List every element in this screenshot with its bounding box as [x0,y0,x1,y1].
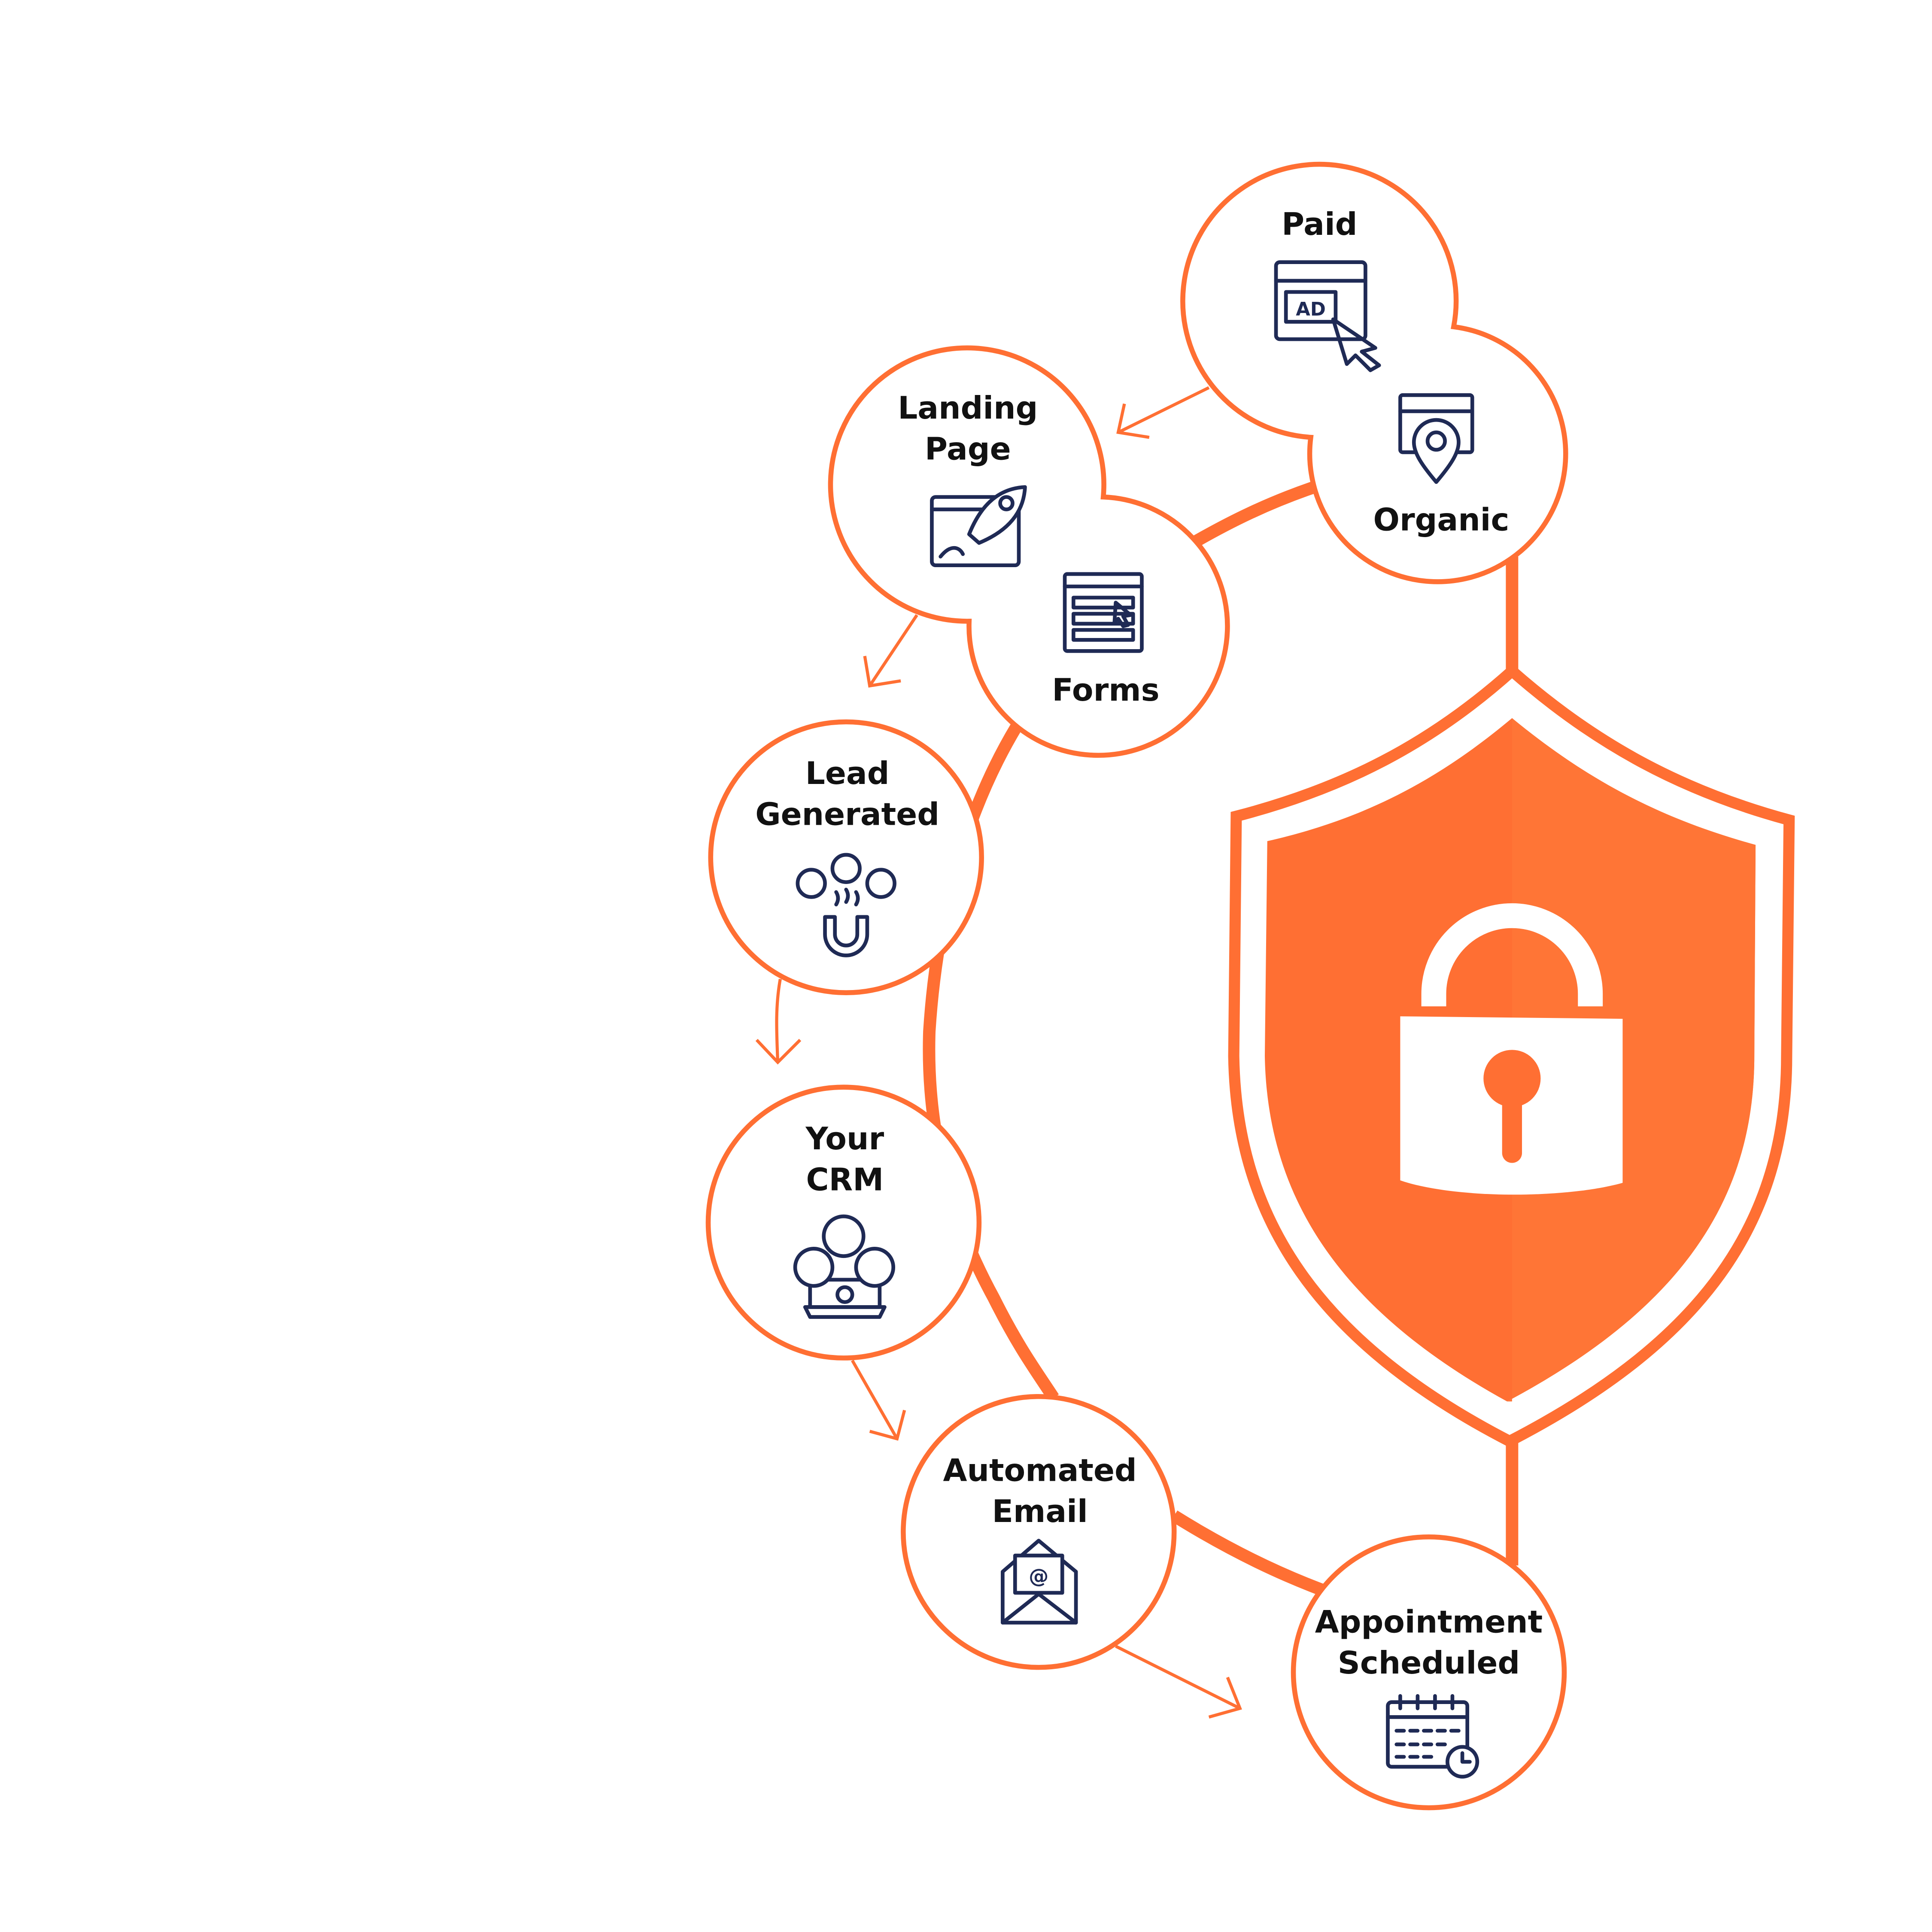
arrow-lead-to-crm [755,978,802,1065]
node-lead-generated: Lead Generated [708,719,984,996]
landing-label-2: Page [925,431,1011,468]
rocket-browser-icon [930,485,1027,568]
crm-label-2: CRM [806,1162,884,1198]
node-appointment-scheduled: Appointment Scheduled [1291,1534,1567,1810]
svg-text:@: @ [1029,1564,1048,1588]
calendar-clock-icon [1386,1694,1479,1779]
envelope-icon: @ [1001,1539,1078,1625]
node-automated-email: Automated Email @ [901,1394,1177,1670]
lead-label-1: Lead [805,756,890,792]
email-label-2: Email [992,1494,1088,1530]
forms-label: Forms [1052,672,1159,708]
flow-arrows [755,386,1242,1719]
organic-label: Organic [1373,502,1509,538]
magnet-users-icon [796,853,896,957]
arrow-paid-to-landing [1116,386,1210,439]
node-landing-forms: Landing Page Forms [828,345,1230,758]
location-browser-icon [1398,393,1474,484]
landing-label-1: Landing [898,390,1038,426]
node-paid-organic: Paid AD Organic [1180,161,1568,584]
ad-browser-icon: AD [1274,260,1381,372]
appointment-label-1: Appointment [1315,1604,1543,1640]
arrow-landing-to-lead [863,614,918,688]
paid-label: Paid [1282,207,1357,243]
appointment-label-2: Scheduled [1338,1645,1520,1681]
node-your-crm: Your CRM [705,1084,982,1361]
form-icon [1063,572,1144,653]
crm-laptop-icon [793,1214,896,1319]
svg-text:AD: AD [1296,299,1326,320]
arrow-crm-to-email [851,1360,906,1441]
email-label-1: Automated [943,1453,1137,1489]
crm-label-1: Your [805,1121,884,1157]
lead-label-2: Generated [755,797,939,833]
arrow-email-to-appointment [1115,1645,1242,1719]
shield-lock-icon [1228,663,1795,1448]
